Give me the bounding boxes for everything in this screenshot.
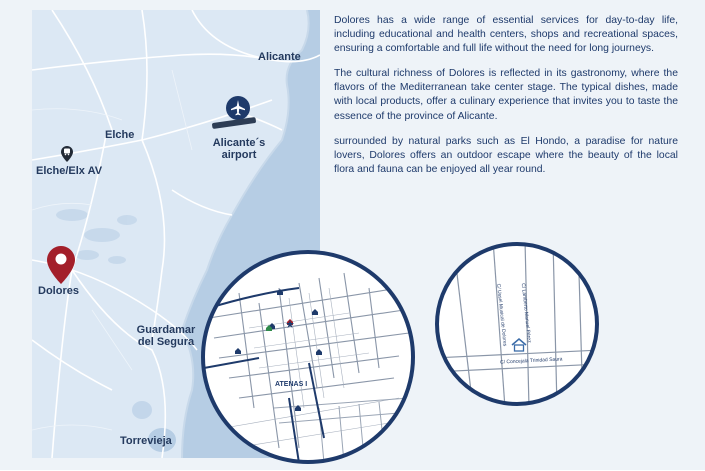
label-torrevieja: Torrevieja — [120, 435, 172, 447]
house-icon[interactable] — [511, 338, 527, 357]
label-alicante: Alicante — [258, 51, 301, 63]
town-detail-graphic — [201, 250, 415, 464]
train-station-icon[interactable] — [61, 146, 73, 167]
detail-map-label: ATENAS I — [275, 381, 308, 388]
label-elche: Elche — [105, 129, 135, 141]
description-text: Dolores has a wide range of essential se… — [334, 14, 678, 188]
label-elche-elx-av: Elche/Elx AV — [36, 165, 103, 177]
label-dolores: Dolores — [38, 285, 79, 297]
town-detail-map[interactable]: ATENAS I — [199, 248, 417, 466]
airplane-icon[interactable] — [226, 96, 250, 125]
street-detail-map[interactable]: C/ Lamberto Manuel Pérez C/ Ussel Musica… — [433, 240, 601, 408]
paragraph-nature: surrounded by natural parks such as El H… — [334, 135, 678, 175]
paragraph-services: Dolores has a wide range of essential se… — [334, 15, 678, 55]
label-alicante-airport: Alicante´s airport — [212, 137, 266, 161]
street-detail-graphic — [435, 242, 599, 406]
paragraph-gastronomy: The cultural richness of Dolores is refl… — [334, 68, 678, 122]
location-pin-icon[interactable] — [47, 246, 75, 289]
label-guardamar: Guardamar del Segura — [136, 324, 196, 348]
